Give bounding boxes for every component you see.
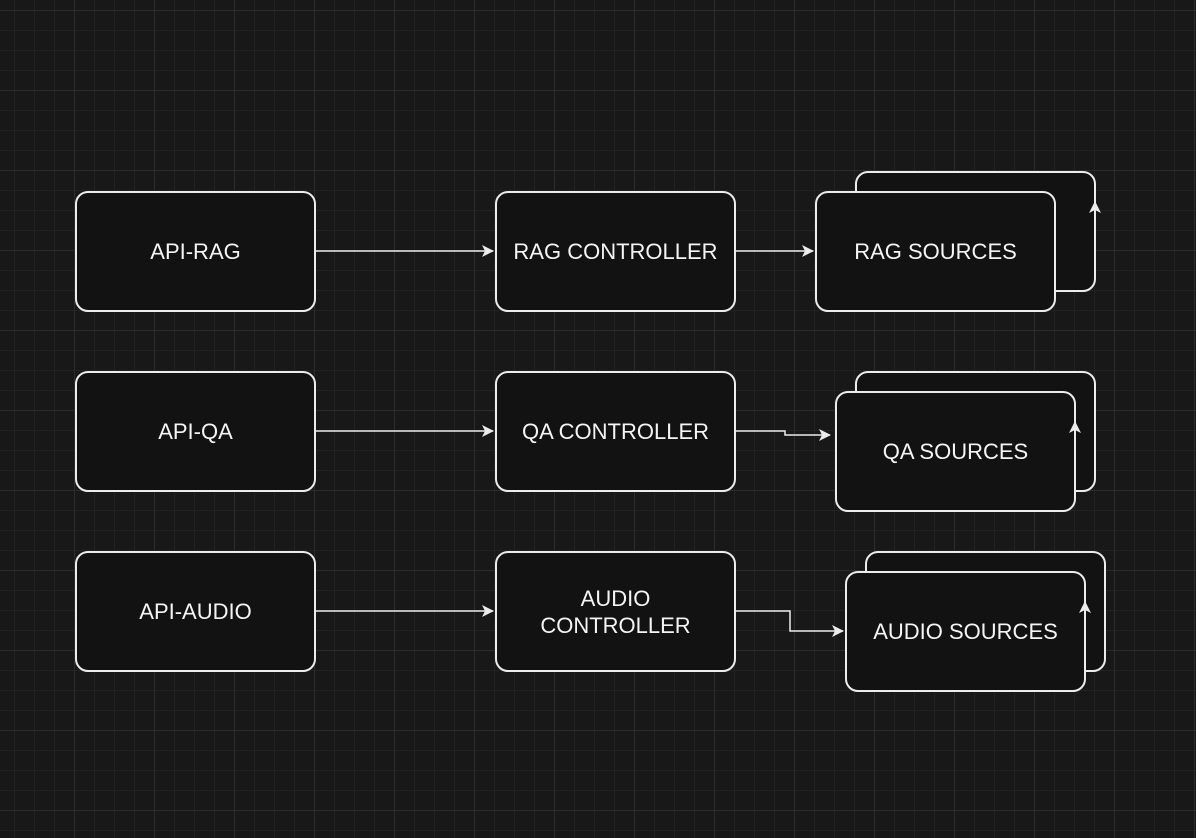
audio-sources-label: AUDIO SOURCES bbox=[873, 619, 1058, 644]
qa-controller-label: QA CONTROLLER bbox=[521, 419, 710, 444]
qa-sources-label: QA SOURCES bbox=[882, 439, 1029, 464]
rag-controller-label: RAG CONTROLLER bbox=[513, 239, 718, 264]
api-rag-node[interactable]: API-RAG bbox=[75, 191, 316, 312]
audio-controller-node[interactable]: AUDIO CONTROLLER bbox=[495, 551, 736, 672]
qa-controller-node[interactable]: QA CONTROLLER bbox=[495, 371, 736, 492]
api-audio-node[interactable]: API-AUDIO bbox=[75, 551, 316, 672]
rag-sources-node[interactable]: RAG SOURCES bbox=[815, 191, 1056, 312]
audio-sources-node[interactable]: AUDIO SOURCES bbox=[845, 571, 1086, 692]
audio-controller-label: AUDIO CONTROLLER bbox=[540, 585, 691, 638]
rag-sources-label: RAG SOURCES bbox=[854, 239, 1017, 264]
api-rag-label: API-RAG bbox=[150, 239, 241, 264]
rag-controller-node[interactable]: RAG CONTROLLER bbox=[495, 191, 736, 312]
edge-audio-controller-to-audio-sources bbox=[736, 610, 844, 637]
api-audio-label: API-AUDIO bbox=[139, 599, 252, 624]
qa-sources-node[interactable]: QA SOURCES bbox=[835, 391, 1076, 512]
edge-qa-controller-to-qa-sources bbox=[736, 429, 831, 441]
api-qa-label: API-QA bbox=[158, 419, 233, 444]
api-qa-node[interactable]: API-QA bbox=[75, 371, 316, 492]
